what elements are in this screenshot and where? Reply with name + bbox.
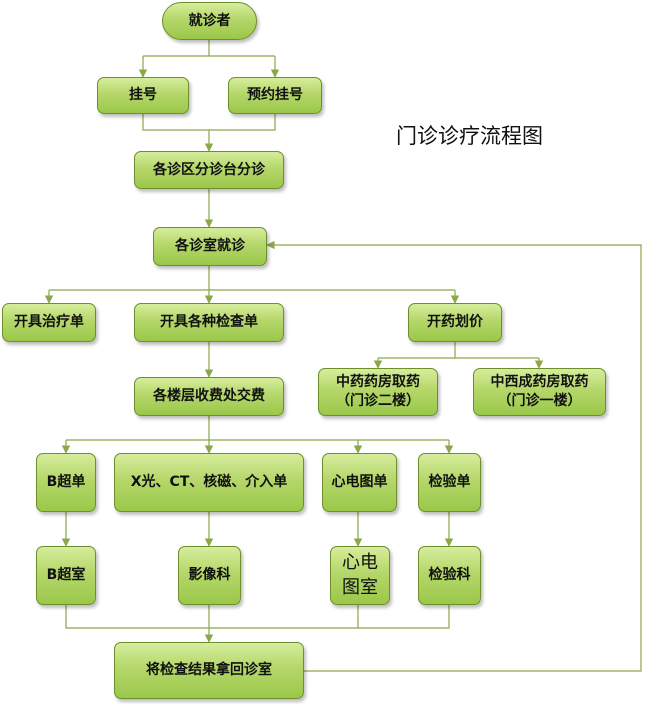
node-triage: 各诊区分诊台分诊 bbox=[134, 151, 284, 189]
node-exam-orders: 开具各种检查单 bbox=[134, 303, 284, 342]
node-treatment-order: 开具治疗单 bbox=[2, 303, 96, 342]
node-lab-order: 检验单 bbox=[418, 453, 481, 512]
edge-payment-split bbox=[66, 416, 449, 441]
node-ecg-order: 心电图单 bbox=[322, 453, 397, 512]
node-payment: 各楼层收费处交费 bbox=[134, 377, 284, 416]
node-prescription-pricing: 开药划价 bbox=[408, 303, 502, 342]
edge-register-merge bbox=[142, 114, 276, 131]
node-appointment: 预约挂号 bbox=[228, 77, 322, 114]
node-b-ultrasound-order: B超单 bbox=[36, 453, 96, 512]
node-pharmacy-western: 中西成药房取药 （门诊一楼） bbox=[473, 368, 606, 416]
diagram-title: 门诊诊疗流程图 bbox=[396, 124, 543, 148]
node-lab-dept: 检验科 bbox=[418, 546, 481, 605]
node-register: 挂号 bbox=[97, 77, 189, 114]
node-consult-room: 各诊室就诊 bbox=[153, 227, 267, 266]
edge-departments-merge bbox=[65, 605, 450, 629]
node-return-results: 将检查结果拿回诊室 bbox=[114, 642, 304, 699]
edge-loop-to-consult-room bbox=[266, 240, 642, 672]
node-imaging-order: X光、CT、核磁、介入单 bbox=[114, 453, 304, 512]
node-ecg-room: 心电 图室 bbox=[330, 546, 390, 605]
node-b-ultrasound-room: B超室 bbox=[36, 546, 96, 605]
node-imaging-dept: 影像科 bbox=[178, 546, 241, 605]
edge-pricing-split bbox=[378, 342, 539, 359]
edge-patient-split bbox=[143, 40, 275, 57]
edge-consult-split bbox=[49, 266, 455, 291]
node-patient: 就诊者 bbox=[162, 2, 257, 40]
node-pharmacy-tcm: 中药药房取药 （门诊二楼） bbox=[318, 368, 438, 416]
